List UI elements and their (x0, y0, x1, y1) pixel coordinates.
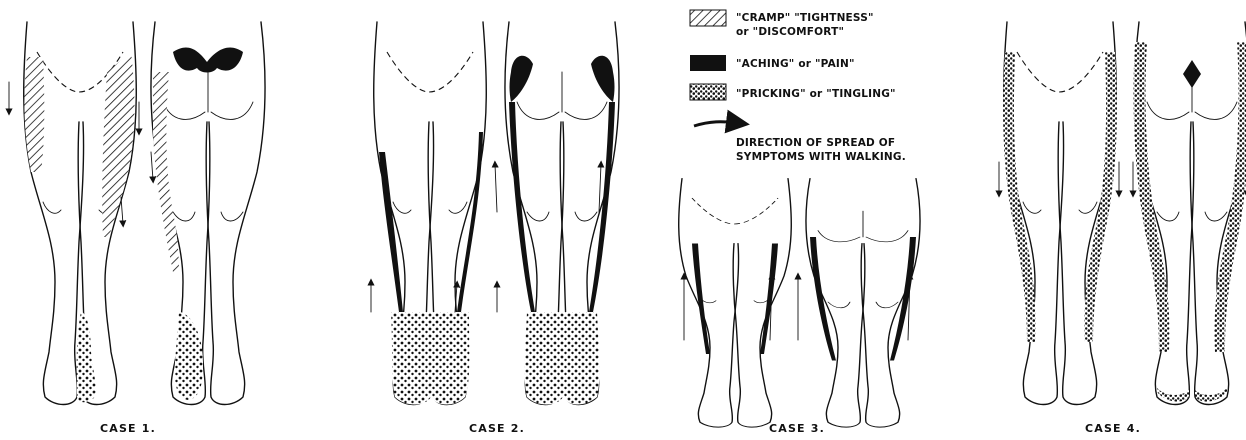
legend-item-solid: "ACHING" or "PAIN" (690, 55, 855, 71)
case-1-solid-buttock (173, 47, 243, 72)
case-2-diagram (371, 22, 619, 405)
case-1-caption: CASE 1. (100, 422, 156, 435)
case-4-back-legs (1134, 22, 1246, 405)
case-3-solid-shin-left (692, 244, 710, 355)
case-1-back-legs (151, 22, 265, 405)
legend: "CRAMP" "TIGHTNESS" or "DISCOMFORT" "ACH… (690, 10, 906, 163)
legend-item-hatched: "CRAMP" "TIGHTNESS" or "DISCOMFORT" (690, 10, 874, 38)
case-3-front-legs (679, 179, 792, 428)
case-4-speckled-back-left (1134, 42, 1170, 352)
case-4-speckled-heels (1157, 388, 1227, 402)
case-2-solid-back-left (509, 102, 535, 312)
case-4-caption: CASE 4. (1085, 422, 1141, 435)
arrow-right-icon (694, 122, 738, 126)
case-1-hatched-calf (153, 72, 179, 272)
case-2-caption: CASE 2. (469, 422, 525, 435)
case-1-dotted-foot (77, 312, 96, 402)
legend-item-arrow: DIRECTION OF SPREAD OF SYMPTOMS WITH WAL… (694, 122, 906, 163)
case-2-solid-back-right (589, 102, 615, 312)
legend-item-dotted: "PRICKING" or "TINGLING" (690, 84, 896, 100)
case-3-solid-shin-right (760, 244, 778, 355)
legend-hatched-label-2: or "DISCOMFORT" (736, 26, 844, 38)
case-1-dotted-heel (175, 312, 203, 400)
case-2-back-legs (505, 22, 619, 405)
case-4-front-legs (1003, 22, 1117, 405)
legend-arrow-label-1: DIRECTION OF SPREAD OF (736, 137, 895, 149)
case-3-caption: CASE 3. (769, 422, 825, 435)
legend-arrow-label-2: SYMPTOMS WITH WALKING. (736, 151, 906, 163)
case-3-solid-calf-right (890, 237, 916, 361)
case-3-solid-calf-left (810, 237, 836, 361)
case-2-front-legs (374, 22, 487, 405)
case-2-solid-buttock-left (510, 56, 534, 102)
case-2-dotted-heels (525, 312, 600, 405)
case-2-dotted-feet (391, 312, 469, 405)
case-2-solid-shin-right (457, 132, 483, 312)
case-3-diagram (679, 179, 920, 428)
case-3-back-legs (806, 179, 920, 428)
case-4-solid-diamond (1183, 60, 1201, 88)
legend-dotted-label: "PRICKING" or "TINGLING" (736, 88, 896, 100)
case-4-diagram (999, 22, 1246, 405)
case-4-speckled-back-right (1214, 42, 1246, 352)
case-1-front-legs (24, 22, 137, 405)
case-4-speckled-outer-right (1085, 52, 1117, 342)
case-2-solid-shin-left (379, 152, 403, 312)
case-1-diagram (9, 22, 265, 405)
case-2-solid-buttock-right (591, 56, 615, 102)
case-4-speckled-outer-left (1003, 52, 1035, 342)
legend-hatched-label-1: "CRAMP" "TIGHTNESS" (736, 12, 874, 24)
legend-solid-label: "ACHING" or "PAIN" (736, 58, 855, 70)
